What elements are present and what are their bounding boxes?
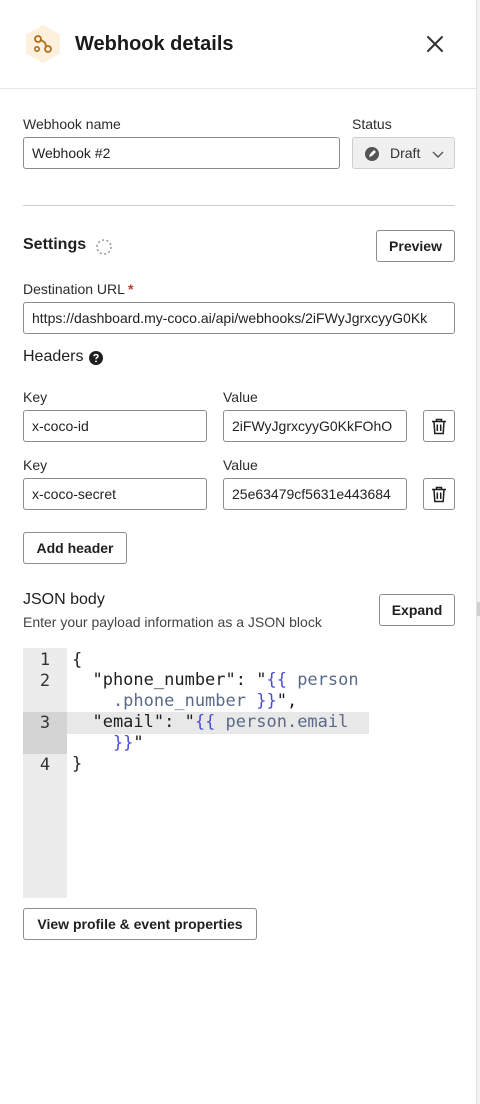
line-number: 4 — [39, 755, 51, 775]
active-gutter-highlight — [23, 712, 67, 754]
line-number: 1 — [39, 650, 51, 670]
destination-url-label: Destination URL* — [23, 280, 133, 298]
trash-icon — [432, 486, 446, 503]
code-line: } — [72, 754, 83, 774]
status-select[interactable]: Draft — [352, 137, 455, 169]
webhook-name-input[interactable]: Webhook #2 — [23, 137, 340, 169]
section-divider — [23, 205, 455, 206]
loading-spinner-icon — [96, 239, 112, 255]
code-token: ", — [276, 691, 298, 711]
close-icon[interactable] — [423, 32, 447, 56]
delete-header-button[interactable] — [423, 478, 455, 510]
header-key-label: Key — [23, 389, 48, 405]
code-token: {{ — [266, 670, 287, 690]
header-value-input[interactable]: 2iFWyJgrxcyyG0KkFOhO — [223, 410, 407, 442]
line-number: 2 — [39, 671, 51, 691]
code-token: }} — [246, 691, 277, 711]
code-line: "phone_number": "{{ person — [72, 670, 359, 691]
json-body-subtitle: Enter your payload information as a JSON… — [23, 614, 322, 630]
code-token: "phone_number": " — [72, 670, 267, 690]
code-token: " — [133, 733, 144, 753]
headers-title: Headers — [23, 348, 84, 365]
panel-header: Webhook details — [0, 0, 476, 89]
trash-icon — [432, 418, 446, 435]
header-value-input[interactable]: 25e63479cf5631e443684 — [223, 478, 407, 510]
preview-button[interactable]: Preview — [376, 230, 455, 262]
status-label: Status — [352, 116, 392, 132]
code-token: "email": " — [72, 712, 195, 732]
destination-url-label-text: Destination URL — [23, 281, 125, 297]
webhook-name-label: Webhook name — [23, 116, 121, 132]
view-properties-button[interactable]: View profile & event properties — [23, 908, 257, 940]
header-value-label: Value — [223, 457, 258, 473]
editor-gutter — [23, 648, 67, 898]
draft-icon — [365, 147, 379, 161]
settings-title: Settings — [23, 236, 87, 253]
header-value-label: Value — [223, 389, 258, 405]
add-header-button[interactable]: Add header — [23, 532, 127, 564]
code-token: {{ — [194, 712, 216, 732]
line-number: 3 — [39, 713, 51, 733]
header-key-label: Key — [23, 457, 48, 473]
scroll-marker — [477, 602, 480, 616]
code-token: .phone_number — [72, 691, 246, 711]
header-key-input[interactable]: x-coco-id — [23, 410, 207, 442]
status-value: Draft — [390, 145, 421, 161]
code-token: person.email — [215, 712, 349, 732]
expand-button[interactable]: Expand — [379, 594, 455, 626]
active-line-highlight — [23, 712, 369, 734]
delete-header-button[interactable] — [423, 410, 455, 442]
code-token: person — [286, 670, 359, 690]
code-token: }} — [72, 733, 134, 753]
help-icon[interactable] — [89, 351, 103, 365]
panel-scroll-edge — [476, 0, 480, 1104]
json-code-editor[interactable]: 1 2 3 4 { "phone_number": "{{ person .ph… — [23, 648, 369, 898]
required-mark: * — [127, 281, 134, 297]
code-line: "email": "{{ person.email — [72, 712, 348, 733]
code-line: { — [72, 650, 83, 670]
panel-title: Webhook details — [75, 33, 234, 55]
json-body-title: JSON body — [23, 591, 105, 608]
chevron-down-icon — [432, 151, 444, 158]
code-line: .phone_number }}", — [72, 691, 297, 712]
code-line: }}" — [72, 733, 144, 754]
webhook-logo-icon — [26, 25, 60, 63]
destination-url-input[interactable]: https://dashboard.my-coco.ai/api/webhook… — [23, 302, 455, 334]
header-key-input[interactable]: x-coco-secret — [23, 478, 207, 510]
